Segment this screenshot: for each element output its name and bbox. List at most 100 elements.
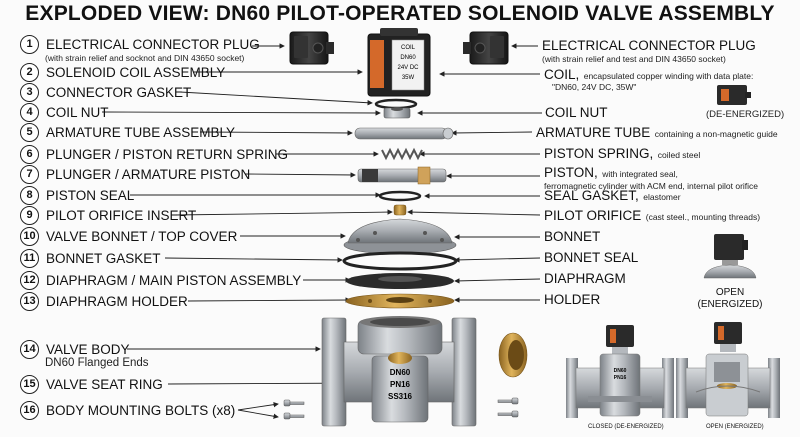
left-item-16: 16 BODY MOUNTING BOLTS (x8)	[20, 400, 235, 420]
coil-plate-line-2: DN60	[400, 55, 416, 61]
item-number-11: 11	[20, 248, 39, 268]
left-item-7: 7 PLUNGER / ARMATURE PISTON	[20, 164, 250, 184]
item-label-3: CONNECTOR GASKET	[46, 84, 192, 100]
coil-deenergized-illustration	[717, 85, 751, 105]
right-coil-sub: "DN60, 24V DC, 35W"	[552, 82, 637, 92]
item-label-8: PISTON SEAL	[46, 187, 135, 203]
item-number-8: 8	[20, 185, 39, 205]
plunger-piston	[357, 166, 447, 185]
valve-body: DN60 PN16 SS316	[321, 316, 477, 427]
item-number-14: 14	[20, 339, 39, 359]
item-label-2: SOLENOID COIL ASSEMBLY	[46, 64, 226, 80]
right-piston-sub: ferromagnetic cylinder with ACM end, int…	[544, 181, 759, 191]
right-label-orifice: PILOT ORIFICE (cast steel., mounting thr…	[544, 207, 760, 225]
right-label-holder: HOLDER	[544, 291, 600, 309]
item-label-11: BONNET GASKET	[46, 250, 161, 266]
open-caption: OPEN (ENERGIZED)	[706, 424, 764, 430]
solenoid-coil: COIL DN60 24V DC 35W	[367, 28, 431, 97]
left-item-9: 9 PILOT ORIFICE INSERT	[20, 205, 196, 225]
right-label-spring: PISTON SPRING, coiled steel	[544, 145, 700, 163]
body-plate-line-2: PN16	[390, 380, 411, 389]
coil-plate-line-3: 24V DC	[397, 65, 419, 71]
left-item-8: 8 PISTON SEAL	[20, 185, 134, 205]
item-label-9: PILOT ORIFICE INSERT	[46, 207, 197, 223]
right-piston-title: PISTON,	[544, 165, 598, 180]
left-item-13: 13 DIAPHRAGM HOLDER	[20, 291, 188, 311]
left-item-6: 6 PLUNGER / PISTON RETURN SPRING	[20, 144, 288, 164]
right-diaphragm-title: DIAPHRAGM	[544, 271, 626, 286]
left-item-5: 5 ARMATURE TUBE ASSEMBLY	[20, 122, 235, 142]
item-number-6: 6	[20, 144, 39, 164]
coil-plate-line-4: 35W	[402, 75, 415, 81]
item-number-4: 4	[20, 102, 39, 122]
left-item-11: 11 BONNET GASKET	[20, 248, 161, 268]
right-leader-lines	[407, 43, 542, 303]
item-number-9: 9	[20, 205, 39, 225]
right-label-connector: ELECTRICAL CONNECTOR PLUG	[542, 37, 756, 55]
valve-open-illustration	[676, 322, 780, 418]
item-number-16: 16	[20, 400, 39, 420]
deenergized-label: (DE-ENERGIZED)	[706, 109, 785, 120]
right-connector-sub: (with strain relief and test and DIN 436…	[542, 54, 726, 64]
item-number-10: 10	[20, 226, 39, 246]
item-sub-14: DN60 Flanged Ends	[45, 357, 149, 369]
item-number-5: 5	[20, 122, 39, 142]
item-label-6: PLUNGER / PISTON RETURN SPRING	[46, 146, 289, 162]
item-number-13: 13	[20, 291, 39, 311]
return-spring	[381, 147, 423, 161]
item-sub-1: (with strain relief and socknot and DIN …	[45, 53, 245, 63]
mounting-bolts	[283, 397, 519, 420]
valve-bonnet	[343, 218, 457, 255]
left-item-2: 2 SOLENOID COIL ASSEMBLY	[20, 62, 225, 82]
item-label-1: ELECTRICAL CONNECTOR PLUG	[46, 36, 260, 52]
right-label-armature: ARMATURE TUBE containing a non-magnetic …	[536, 124, 778, 142]
energized-label: (ENERGIZED)	[697, 299, 763, 310]
coil-nut	[383, 107, 411, 119]
right-armature-desc: containing a non-magnetic guide	[654, 129, 778, 139]
right-armature-title: ARMATURE TUBE	[536, 125, 651, 140]
armature-tube	[354, 127, 454, 140]
right-orifice-title: PILOT ORIFICE	[544, 208, 642, 223]
left-item-1: 1 ELECTRICAL CONNECTOR PLUG	[20, 34, 260, 54]
item-label-16: BODY MOUNTING BOLTS (x8)	[46, 402, 236, 418]
connector-plug-left	[289, 31, 334, 65]
right-label-coil: COIL, encapsulated copper winding with d…	[544, 66, 753, 84]
item-number-15: 15	[20, 374, 39, 394]
left-item-12: 12 DIAPHRAGM / MAIN PISTON ASSEMBLY	[20, 270, 301, 290]
item-label-15: VALVE SEAT RING	[46, 376, 163, 392]
right-seal-title: SEAL GASKET,	[544, 188, 639, 203]
right-bonnet-seal-title: BONNET SEAL	[544, 250, 639, 265]
item-label-10: VALVE BONNET / TOP COVER	[46, 228, 238, 244]
right-holder-title: HOLDER	[544, 292, 601, 307]
body-plate-line-1: DN60	[390, 368, 411, 377]
piston-seal	[378, 190, 422, 202]
mini-plate-closed-2: PN16	[614, 375, 627, 381]
item-number-2: 2	[20, 62, 39, 82]
closed-caption: CLOSED (DE-ENERGIZED)	[588, 424, 664, 430]
left-item-15: 15 VALVE SEAT RING	[20, 374, 163, 394]
item-label-13: DIAPHRAGM HOLDER	[46, 293, 188, 309]
open-label: OPEN	[715, 287, 745, 298]
left-item-10: 10 VALVE BONNET / TOP COVER	[20, 226, 237, 246]
right-connector-title: ELECTRICAL CONNECTOR PLUG	[542, 38, 756, 53]
pilot-orifice-insert	[393, 204, 407, 216]
diaphragm-holder	[345, 293, 455, 309]
left-item-3: 3 CONNECTOR GASKET	[20, 82, 191, 102]
right-coil-nut-title: COIL NUT	[545, 105, 608, 120]
mini-plate-closed-1: DN60	[614, 368, 627, 374]
right-coil-desc: encapsulated copper winding with data pl…	[583, 71, 754, 81]
left-item-4: 4 COIL NUT	[20, 102, 109, 122]
right-spring-desc: coiled steel	[657, 150, 701, 160]
right-label-coil-nut: COIL NUT	[545, 104, 608, 122]
right-orifice-desc: (cast steel., mounting threads)	[645, 212, 761, 222]
right-label-piston: PISTON, with integrated seal,	[544, 164, 678, 182]
item-label-4: COIL NUT	[46, 104, 109, 120]
right-seal-desc: elastomer	[643, 192, 681, 202]
right-label-bonnet: BONNET	[544, 228, 600, 246]
item-number-3: 3	[20, 82, 39, 102]
body-plate-line-3: SS316	[388, 392, 413, 401]
right-spring-title: PISTON SPRING,	[544, 146, 654, 161]
item-number-1: 1	[20, 34, 39, 54]
